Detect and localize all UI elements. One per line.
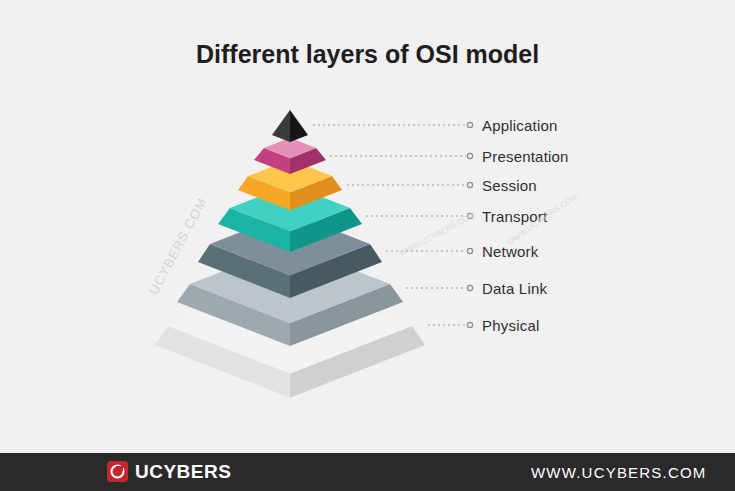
brand-name: UCYBERS (135, 461, 231, 483)
layer-label: Presentation (482, 148, 569, 165)
layer-label: Application (482, 117, 558, 134)
layer-label: Session (482, 177, 537, 194)
footer-url: WWW.UCYBERS.COM (531, 464, 707, 481)
layer-label: Data Link (482, 280, 547, 297)
leader-dots (467, 122, 472, 327)
logo-icon (107, 461, 128, 482)
pyramid-tiers (155, 110, 425, 398)
tier-face (272, 110, 290, 142)
layer-label: Physical (482, 317, 539, 334)
tier-face (290, 110, 308, 142)
diagram-title: Different layers of OSI model (196, 40, 539, 69)
footer-bar (0, 453, 735, 491)
